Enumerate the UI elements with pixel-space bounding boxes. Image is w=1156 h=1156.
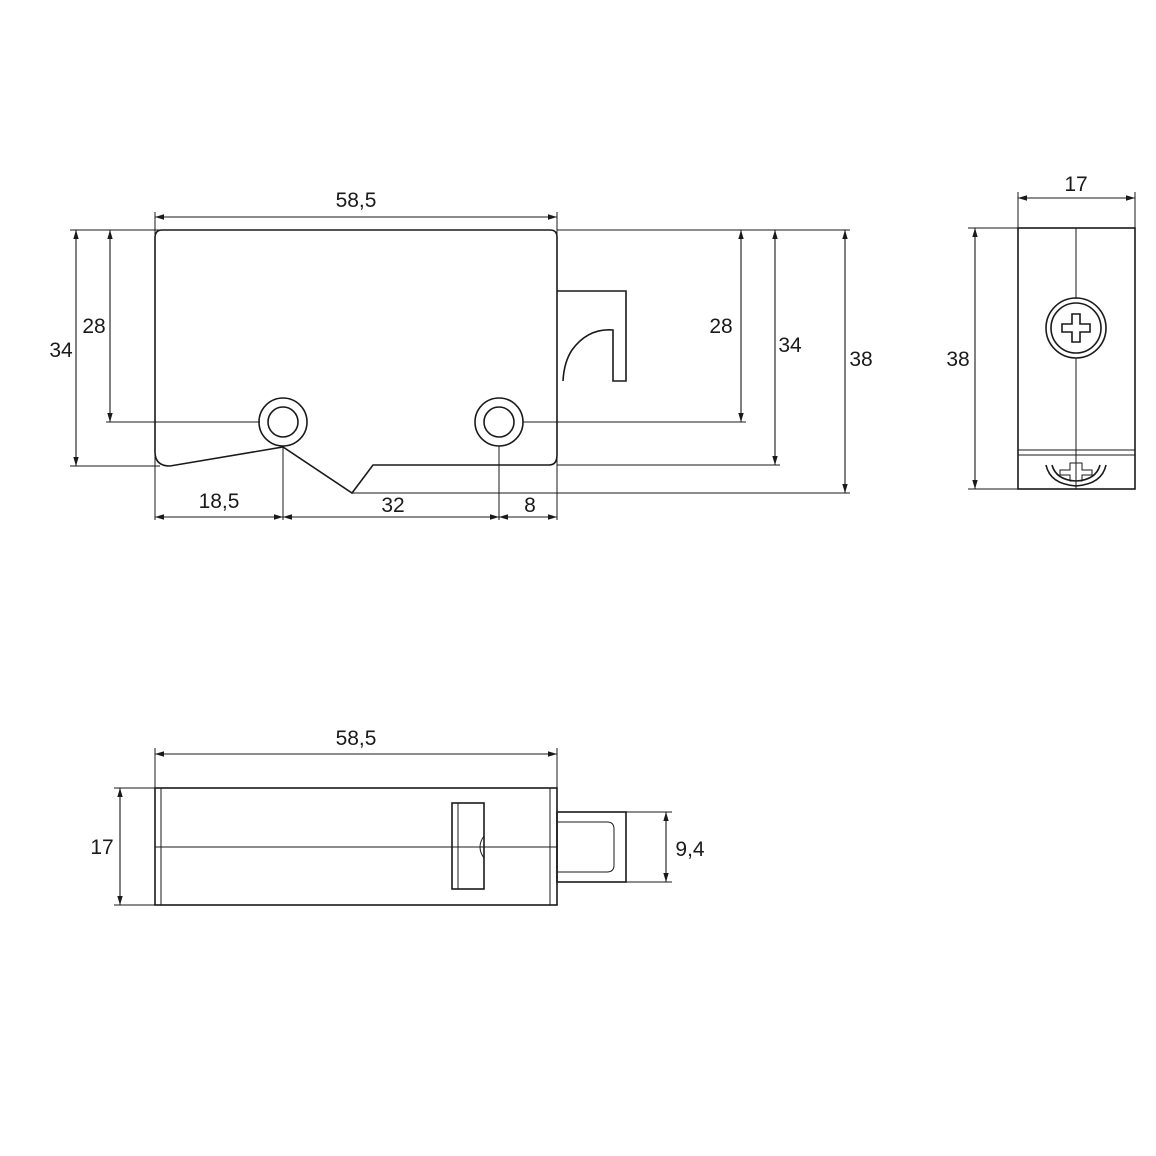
front-hole-spacing-label: 32 [381, 494, 404, 517]
front-width-label: 58,5 [336, 189, 377, 212]
bottom-screw-icon [1045, 462, 1107, 487]
front-right-mid-height-label: 34 [778, 334, 802, 357]
latch-hook [557, 290, 627, 382]
bottom-height-label: 17 [90, 836, 113, 859]
front-body-outline [154, 229, 558, 495]
mounting-hole-right [474, 397, 524, 447]
front-right-inner-height-label: 28 [709, 315, 732, 338]
bottom-width-label: 58,5 [336, 727, 377, 750]
front-overall-height-label: 38 [849, 348, 872, 371]
slider-block [451, 802, 485, 890]
bottom-view: 58,5 17 9,4 [90, 727, 705, 906]
bottom-tab-height-label: 9,4 [675, 838, 705, 861]
side-width-label: 17 [1064, 173, 1087, 196]
front-view: 58,5 34 28 28 34 38 18,5 32 8 [49, 189, 873, 520]
front-right-margin-label: 8 [524, 494, 536, 517]
latch-tab [556, 811, 627, 883]
front-left-inner-height-label: 28 [82, 315, 105, 338]
screw-icon [1045, 297, 1107, 359]
mounting-hole-left [258, 397, 308, 447]
side-height-label: 38 [946, 348, 969, 371]
front-hole-offset-label: 18,5 [199, 490, 240, 513]
front-left-outer-height-label: 34 [49, 339, 73, 362]
side-view: 17 38 [946, 173, 1136, 490]
